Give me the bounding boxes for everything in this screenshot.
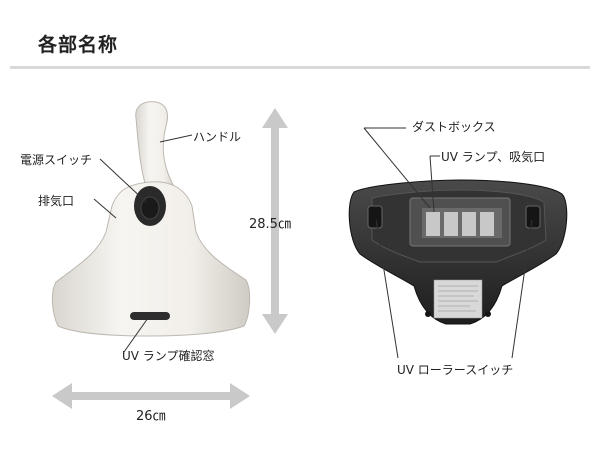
label-width: 26㎝: [136, 409, 166, 424]
label-exhaust: 排気口: [38, 194, 75, 208]
label-uv-lamp-window: UV ランプ確認窓: [122, 349, 215, 363]
label-handle: ハンドル: [193, 130, 242, 144]
width-arrow: [52, 383, 250, 409]
device-front-view: [51, 101, 251, 337]
page-header: 各部名称: [0, 0, 600, 70]
header-divider: [10, 66, 590, 69]
height-arrow: [262, 108, 288, 334]
device-bottom-view: [348, 179, 568, 325]
label-uv-roller-switch: UV ローラースイッチ: [397, 363, 514, 377]
leader-lines: [93, 127, 533, 359]
label-power-switch: 電源スイッチ: [20, 153, 93, 167]
label-dust-box: ダストボックス: [412, 120, 496, 134]
page-title: 各部名称: [38, 34, 119, 56]
label-height: 28.5㎝: [249, 217, 291, 232]
label-uv-lamp-intake: UV ランプ、吸気口: [441, 150, 546, 164]
